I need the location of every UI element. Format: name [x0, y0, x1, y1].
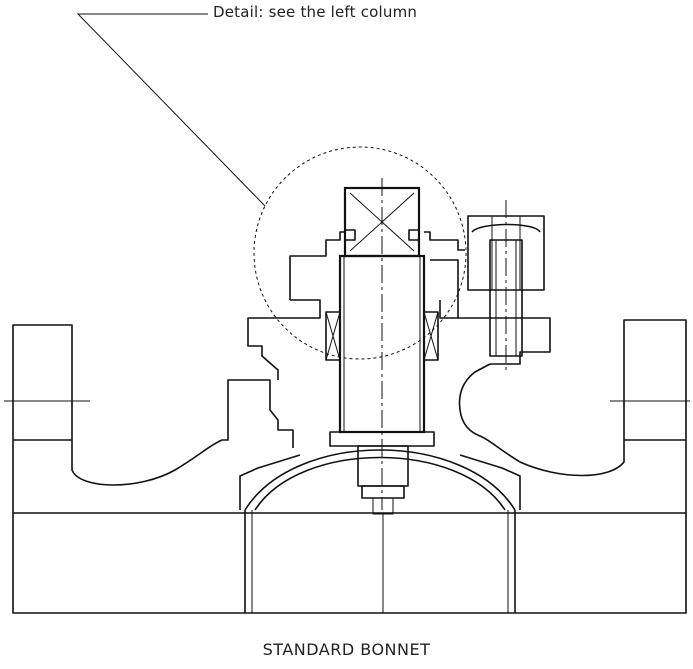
detail-callout-label: Detail: see the left column	[213, 3, 418, 21]
valve-body-base	[12, 440, 687, 614]
ball-dome	[239, 445, 521, 515]
bonnet	[247, 231, 551, 380]
right-flange	[458, 319, 690, 477]
detail-leader-line	[76, 13, 266, 207]
detail-circle	[253, 146, 467, 360]
bonnet-bolt	[467, 200, 545, 372]
drawing-caption: STANDARD BONNET	[262, 640, 431, 659]
body-bore-lines	[244, 510, 516, 613]
left-flange	[4, 324, 294, 486]
